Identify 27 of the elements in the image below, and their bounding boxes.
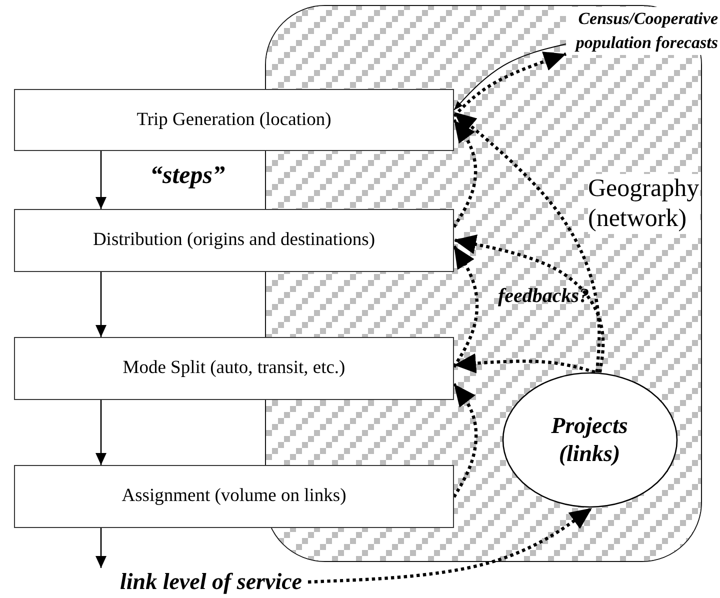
dotted-arrow <box>308 506 593 584</box>
arrow <box>96 151 106 209</box>
step-label: Mode Split (auto, transit, etc.) <box>122 358 346 379</box>
step-label: Trip Generation (location) <box>136 110 332 130</box>
process-box <box>14 89 454 151</box>
process-box <box>14 209 454 272</box>
process-box <box>14 337 454 400</box>
dotted-arrow <box>452 52 567 118</box>
arrow <box>96 528 106 568</box>
dotted-arrow <box>452 110 601 372</box>
dotted-arrow <box>452 245 479 368</box>
feedback-label: feedbacks? <box>498 285 590 308</box>
arrow <box>96 272 106 337</box>
project-ellipse <box>502 372 678 508</box>
steps-label: “steps” <box>150 162 225 190</box>
dotted-arrow <box>454 234 605 373</box>
arrow <box>96 400 106 465</box>
region-title: Geography (network) <box>588 174 700 234</box>
dotted-arrow <box>452 119 478 228</box>
project-label: Projects (links) <box>550 412 629 468</box>
dotted-arrow <box>454 353 596 374</box>
note-text: Census/Cooperative population forecasts <box>566 7 718 55</box>
step-label: Distribution (origins and destinations) <box>92 230 376 251</box>
leader-line <box>454 44 566 110</box>
process-box <box>14 465 454 528</box>
step-label: Assignment (volume on links) <box>122 486 346 507</box>
dotted-arrow <box>452 383 478 498</box>
